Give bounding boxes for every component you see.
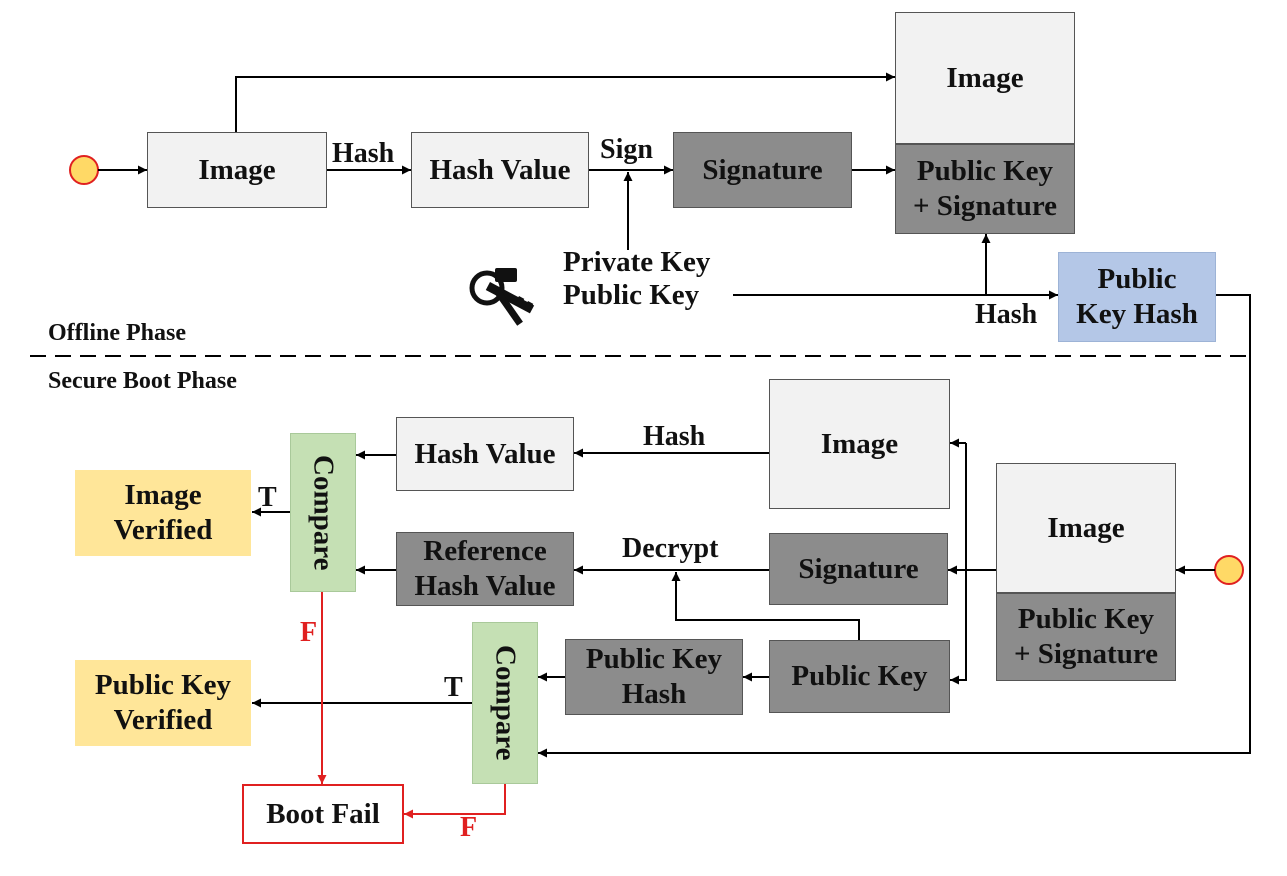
- boot-decrypt-label: Decrypt: [622, 533, 719, 564]
- arrow-to-public-key: [950, 570, 967, 685]
- offline-hash-label: Hash: [332, 138, 395, 169]
- boot-image-label: Image: [820, 427, 899, 460]
- secure-boot-phase-label: Secure Boot Phase: [48, 368, 237, 394]
- image-verified-line1: Image: [124, 479, 202, 512]
- compare-box-2: Compare: [472, 622, 538, 784]
- offline-package-pk-line: Public Key: [916, 155, 1054, 188]
- boot-hash-value-box: Hash Value: [396, 417, 574, 491]
- arrow-image-to-package: [235, 72, 895, 132]
- boot-ref-hash-box: Reference Hash Value: [396, 532, 574, 606]
- boot-public-key-label: Public Key: [791, 660, 928, 693]
- arrow-pk-hash-to-compare: [538, 294, 1251, 758]
- offline-pk-hash-line2: Key Hash: [1076, 298, 1198, 330]
- pk-verified-line1: Public Key: [94, 669, 232, 702]
- compare-box-1: Compare: [290, 433, 356, 592]
- boot-ref-hash-line1: Reference: [423, 535, 547, 568]
- compare1-true-label: T: [258, 482, 277, 513]
- image-verified-box: Image Verified: [75, 470, 251, 556]
- boot-image-box: Image: [769, 379, 950, 509]
- offline-hash-label-2: Hash: [975, 299, 1038, 330]
- compare-1-label: Compare: [307, 454, 340, 571]
- boot-package-image-label: Image: [1047, 511, 1125, 544]
- boot-package-image-box: Image: [996, 463, 1176, 593]
- boot-signature-label: Signature: [798, 552, 919, 585]
- boot-pk-hash-line2: Hash: [621, 678, 687, 710]
- offline-start-node: [69, 155, 99, 185]
- boot-start-node: [1214, 555, 1244, 585]
- offline-pk-hash-box: Public Key Hash: [1058, 252, 1216, 342]
- offline-package-sig-line: + Signature: [912, 190, 1058, 222]
- boot-package-pk-line: Public Key: [1017, 603, 1155, 636]
- image-verified-line2: Verified: [113, 514, 213, 546]
- boot-public-key-box: Public Key: [769, 640, 950, 713]
- boot-pk-hash-box: Public Key Hash: [565, 639, 743, 715]
- compare2-false-label: F: [460, 812, 478, 843]
- offline-image-box: Image: [147, 132, 327, 208]
- pk-verified-line2: Verified: [113, 704, 213, 736]
- offline-image-label: Image: [198, 153, 276, 186]
- arrow-public-key-to-decrypt: [671, 572, 860, 640]
- pk-verified-box: Public Key Verified: [75, 660, 251, 746]
- offline-pk-hash-line1: Public: [1097, 263, 1177, 296]
- compare1-false-label: F: [300, 617, 318, 648]
- boot-pk-hash-line1: Public Key: [585, 643, 723, 676]
- offline-signature-box: Signature: [673, 132, 852, 208]
- offline-hash-value-label: Hash Value: [429, 153, 571, 186]
- offline-package-pk-sig-box: Public Key + Signature: [895, 144, 1075, 234]
- offline-package-image-label: Image: [946, 61, 1024, 94]
- boot-hash-value-label: Hash Value: [414, 437, 556, 470]
- private-key-label: Private Key: [563, 246, 711, 278]
- key-icon: [469, 268, 535, 326]
- boot-fail-label: Boot Fail: [266, 797, 380, 830]
- public-key-label: Public Key: [563, 279, 700, 311]
- offline-sign-label: Sign: [600, 134, 653, 165]
- boot-fail-box: Boot Fail: [242, 784, 404, 844]
- compare-2-label: Compare: [489, 645, 522, 761]
- arrow-package-to-image-and-key: [965, 443, 996, 571]
- offline-phase-label: Offline Phase: [48, 320, 186, 346]
- arrow-compare2-false: [404, 784, 506, 819]
- boot-hash-label: Hash: [643, 421, 706, 452]
- compare2-true-label: T: [444, 672, 463, 703]
- boot-signature-box: Signature: [769, 533, 948, 605]
- boot-package-pk-sig-box: Public Key + Signature: [996, 593, 1176, 681]
- offline-signature-label: Signature: [702, 153, 823, 186]
- offline-hash-value-box: Hash Value: [411, 132, 589, 208]
- boot-package-sig-line: + Signature: [1013, 638, 1159, 670]
- boot-ref-hash-line2: Hash Value: [414, 570, 556, 602]
- offline-package-image-box: Image: [895, 12, 1075, 144]
